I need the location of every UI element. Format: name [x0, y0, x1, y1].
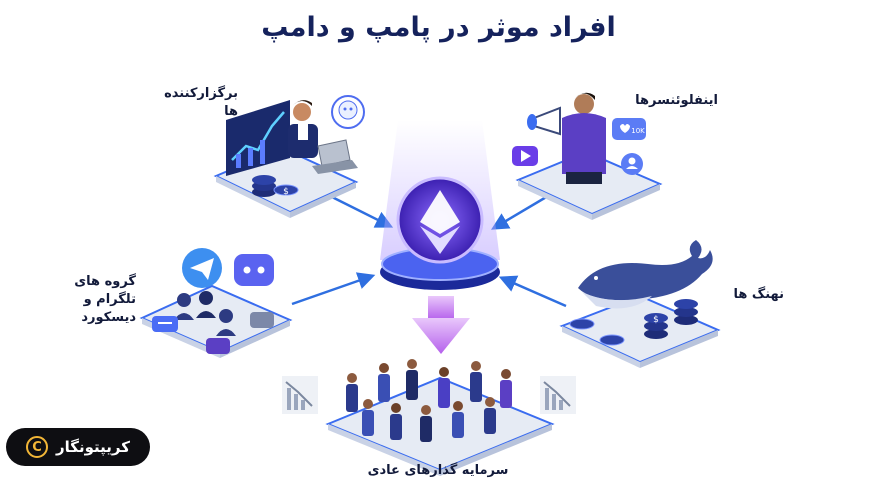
brand-name: کریپتونگار [56, 438, 130, 456]
ethereum-icon [420, 190, 460, 254]
label-whales: نهنگ ها [733, 287, 784, 302]
trend-chart-monitor [226, 100, 290, 176]
dollar-coin-icon: $ [569, 299, 698, 346]
discord-icon [234, 254, 274, 286]
brand-logo-icon: C [26, 436, 49, 458]
svg-text:$: $ [653, 315, 659, 325]
dollar-coin-icon: $ [252, 175, 299, 197]
arrow-organizers-to-center [329, 194, 394, 228]
flow-arrows [291, 194, 567, 308]
heart-icon: 10K [612, 118, 646, 140]
groups-node [139, 248, 293, 358]
youtube-icon [512, 146, 538, 166]
investor-crowd [346, 359, 512, 442]
ai-face-icon [331, 95, 365, 129]
down-trend-chart-icon [282, 376, 318, 414]
likes-badge-count: 10K [631, 127, 645, 135]
whales-node: $ [559, 240, 721, 368]
organizer-person [288, 100, 318, 158]
arrow-whales-to-center [498, 275, 567, 308]
down-arrow [412, 296, 470, 354]
label-investors: سرمایه گذارهای عادی [367, 463, 509, 478]
whale-icon [578, 240, 713, 309]
label-groups: گروه های تلگرام و دیسکورد [74, 274, 136, 325]
influencers-node: 10K [512, 92, 663, 220]
telegram-icon [182, 248, 222, 288]
center-token-node [380, 120, 500, 290]
arrow-groups-to-center [291, 272, 376, 306]
investors-node [282, 359, 576, 476]
megaphone-icon [527, 106, 561, 136]
chat-icon [152, 312, 274, 354]
community-people [174, 291, 236, 336]
organizers-node: $ [213, 95, 365, 218]
influencer-person [562, 92, 606, 184]
page-title: افراد موثر در پامپ و دامپ [261, 12, 616, 43]
user-icon [621, 153, 643, 175]
laptop-icon [312, 139, 358, 174]
down-trend-chart-icon [540, 376, 576, 414]
label-organizers: برگزارکننده ها [164, 86, 238, 119]
arrow-influencers-to-center [490, 194, 549, 230]
svg-text:$: $ [283, 187, 289, 197]
label-influencers: اینفلوئنسرها [635, 93, 718, 108]
brand-badge: کریپتونگار C [6, 428, 150, 466]
